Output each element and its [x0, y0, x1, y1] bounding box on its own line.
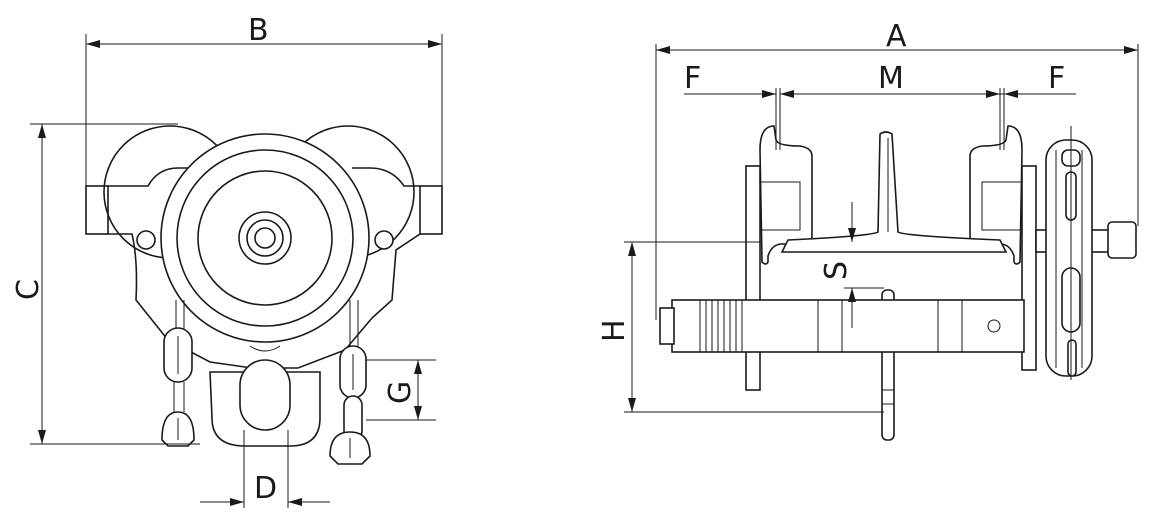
axle: [671, 299, 1025, 353]
lug-eye: [239, 359, 291, 431]
dimension-B: B: [85, 13, 443, 186]
label-C: C: [11, 279, 46, 300]
label-A: A: [886, 19, 907, 54]
hand-chain-side: [1061, 126, 1081, 380]
axle-end: [659, 307, 675, 345]
left-flange: [85, 185, 109, 235]
dimension-H: H: [597, 241, 884, 413]
dimension-F-M-F: F M F: [684, 61, 1076, 150]
right-bolt: [374, 230, 394, 250]
axle-thread: [699, 300, 963, 352]
dimension-C: C: [11, 123, 200, 445]
left-bolt: [136, 230, 156, 250]
label-S: S: [819, 261, 854, 280]
label-F-right: F: [1048, 61, 1065, 96]
hub-inner: [254, 227, 276, 249]
hand-wheel-rim: [176, 149, 354, 327]
dimension-D: D: [200, 430, 330, 508]
left-side-plate: [745, 165, 761, 391]
label-M: M: [878, 61, 904, 96]
lug-top: [249, 345, 281, 352]
side-view: [659, 125, 1137, 441]
label-B: B: [248, 13, 269, 48]
label-D: D: [254, 471, 277, 506]
label-F-left: F: [684, 61, 701, 96]
dimension-A: A: [655, 19, 1139, 320]
hand-wheel-inner: [197, 170, 333, 306]
label-G: G: [383, 381, 418, 404]
dimension-S: S: [819, 202, 884, 328]
right-chain: [329, 300, 371, 465]
dimension-G: G: [366, 359, 436, 421]
left-chain: [161, 300, 195, 447]
front-view: [85, 125, 443, 465]
spindle-nut: [1107, 221, 1137, 259]
hub-outer: [238, 211, 292, 265]
right-flange: [419, 185, 443, 235]
right-side-plate: [1021, 165, 1037, 371]
label-H: H: [597, 319, 632, 342]
hand-wheel-outer: [160, 133, 370, 343]
hub-mid: [246, 219, 284, 257]
i-beam: [780, 131, 1008, 253]
right-wheel-box: [981, 181, 1023, 231]
left-wheel-box: [759, 181, 801, 231]
axle-hole: [987, 319, 1001, 333]
